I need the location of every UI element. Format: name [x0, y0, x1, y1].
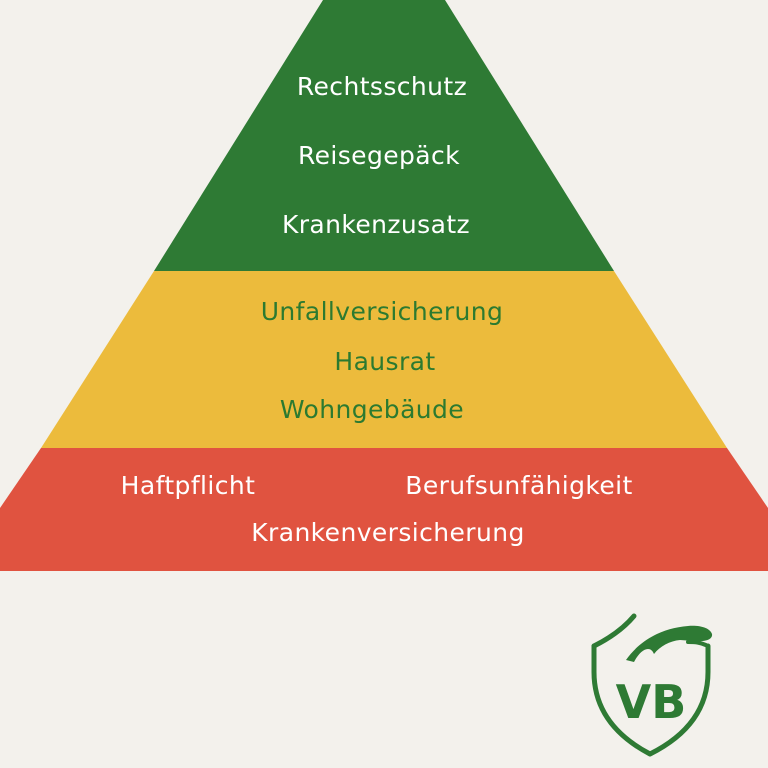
pyramid-middle-tier	[41, 271, 727, 448]
bottom-tier-item-krankenversicherung: Krankenversicherung	[251, 518, 524, 547]
hand-shape	[626, 625, 713, 662]
vb-logo: VB	[591, 613, 713, 757]
shield-outline	[591, 643, 711, 757]
pyramid-bottom-tier	[0, 448, 768, 571]
shield-hand-icon	[591, 613, 713, 757]
middle-tier-item-hausrat: Hausrat	[334, 347, 435, 376]
pyramid-top-tier	[154, 0, 614, 271]
top-tier-item-rechtsschutz: Rechtsschutz	[297, 72, 467, 101]
top-tier-item-reisegepaeck: Reisegepäck	[298, 141, 460, 170]
top-tier-item-krankenzusatz: Krankenzusatz	[282, 210, 470, 239]
shield-top-right	[686, 640, 710, 648]
shield-top-left	[591, 613, 637, 649]
middle-tier-item-wohngebaeude: Wohngebäude	[280, 395, 464, 424]
logo-text: VB	[616, 675, 687, 729]
middle-tier-item-unfallversicherung: Unfallversicherung	[261, 297, 504, 326]
bottom-tier-item-haftpflicht: Haftpflicht	[121, 471, 256, 500]
bottom-tier-item-berufsunfaehigkeit: Berufsunfähigkeit	[405, 471, 632, 500]
